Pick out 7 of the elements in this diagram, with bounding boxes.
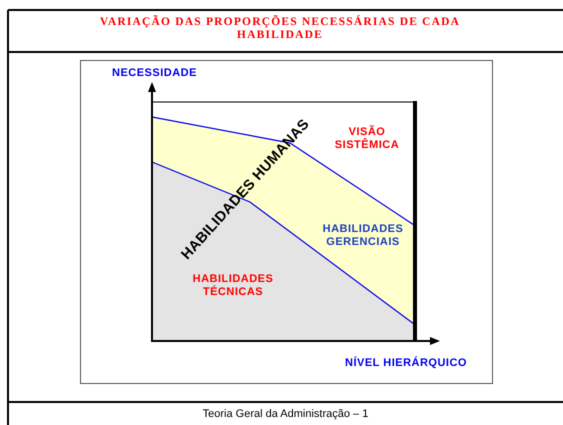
slide-title: VARIAÇÃO DAS PROPORÇÕES NECESSÁRIAS DE CADA HABILIDADE (98, 16, 462, 42)
region-label: HABILIDADES GERENCIAIS (322, 223, 404, 249)
region-label: HABILIDADES TÉCNICAS (192, 273, 274, 299)
region-label: VISÃO SISTÊMICA (334, 126, 400, 152)
y-axis-title: NECESSIDADE (112, 67, 197, 80)
x-axis-title: NÍVEL HIERÁRQUICO (345, 357, 467, 370)
slide-footer: Teoria Geral da Administração – 1 (8, 408, 563, 420)
